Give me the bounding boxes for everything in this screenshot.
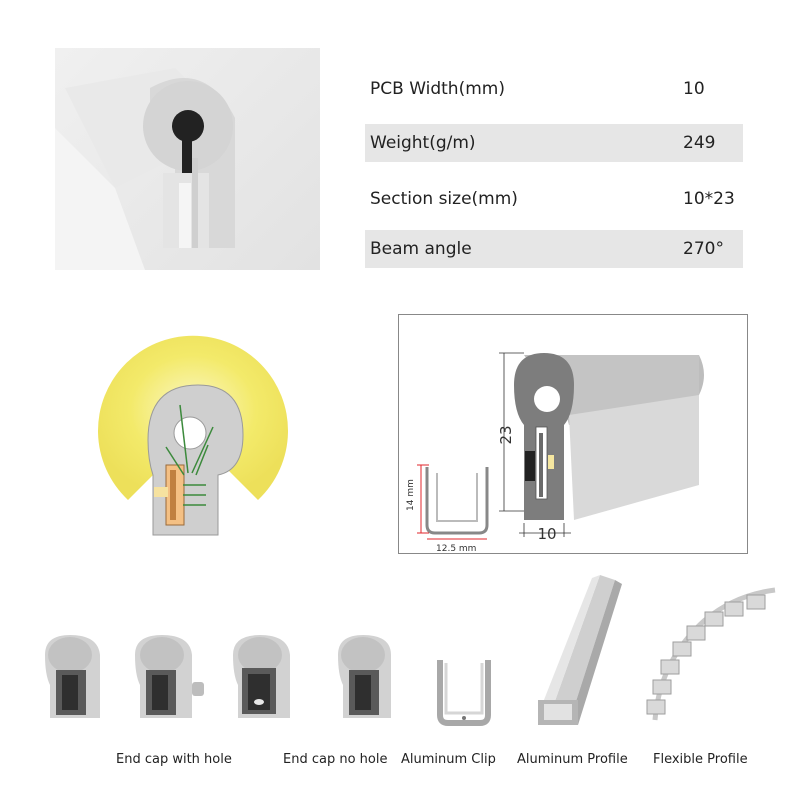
spec-value: 270°: [683, 239, 724, 259]
clip-height-label: 14 mm: [406, 479, 416, 511]
aluminum-profile-image: [530, 570, 630, 730]
dimension-drawing: 23 10 14 mm 12.5 mm: [398, 314, 748, 554]
spec-row-beam-angle: Beam angle 270°: [365, 230, 743, 268]
width-dimension-label: 10: [537, 525, 556, 543]
spec-label: Weight(g/m): [370, 133, 476, 153]
product-photo: [55, 48, 320, 270]
aluminum-clip-image: [432, 655, 497, 730]
spec-row-weight: Weight(g/m) 249: [365, 124, 743, 162]
caption-aluminum-clip: Aluminum Clip: [401, 752, 496, 767]
caption-end-cap-no-hole: End cap no hole: [283, 752, 388, 767]
spec-row-pcb-width: PCB Width(mm) 10: [365, 70, 743, 108]
spec-label: Beam angle: [370, 239, 472, 259]
end-cap-with-hole-image-2: [130, 630, 210, 725]
height-dimension-label: 23: [497, 425, 515, 444]
spec-row-section-size: Section size(mm) 10*23: [365, 180, 743, 218]
end-cap-no-hole-image-1: [228, 630, 303, 725]
caption-end-cap-with-hole: End cap with hole: [116, 752, 232, 767]
spec-value: 10: [683, 79, 705, 99]
beam-angle-illustration: [88, 335, 298, 545]
spec-label: PCB Width(mm): [370, 79, 505, 99]
spec-value: 10*23: [683, 189, 735, 209]
caption-flexible-profile: Flexible Profile: [653, 752, 748, 767]
caption-aluminum-profile: Aluminum Profile: [517, 752, 628, 767]
clip-width-label: 12.5 mm: [436, 544, 476, 553]
flexible-profile-image: [635, 580, 780, 730]
spec-label: Section size(mm): [370, 189, 518, 209]
end-cap-no-hole-image-2: [333, 630, 408, 725]
spec-value: 249: [683, 133, 716, 153]
end-cap-with-hole-image-1: [40, 630, 115, 725]
